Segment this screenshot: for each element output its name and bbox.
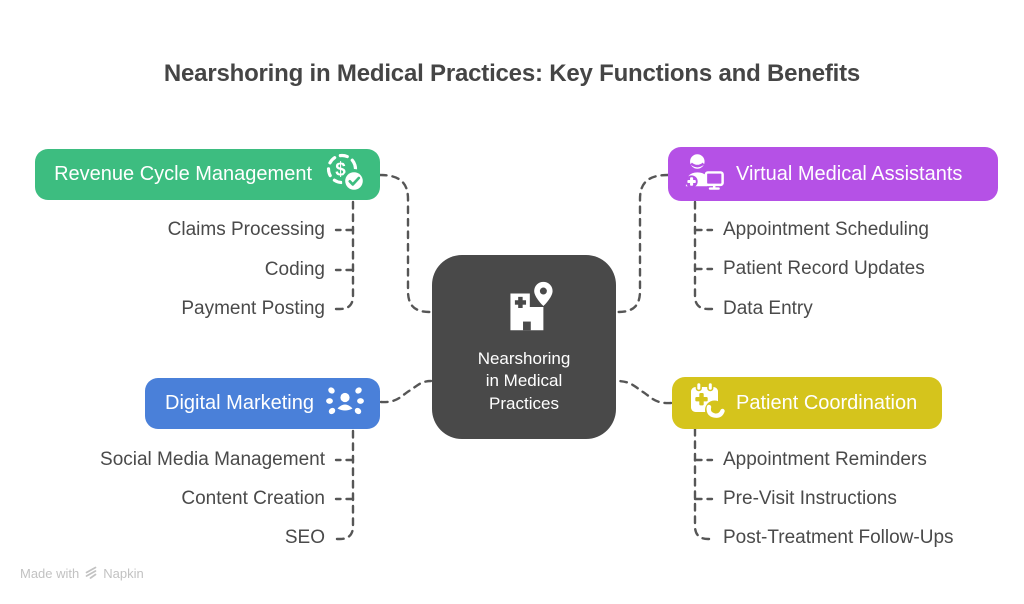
watermark-prefix: Made with: [20, 566, 80, 581]
branch-patient-coordination: Patient Coordination: [672, 377, 942, 429]
connector-vma-items-spine: [693, 200, 714, 311]
central-topic-label: Nearshoring in Medical Practices: [478, 348, 571, 415]
central-topic-line2: in Medical: [485, 371, 563, 391]
item-seo: SEO: [284, 527, 325, 548]
connector-marketing-to-center: [379, 379, 433, 404]
connector-vma-to-center: [616, 173, 670, 314]
connector-coordination-items-spine: [693, 427, 714, 541]
central-topic-node: Nearshoring in Medical Practices: [432, 255, 616, 439]
item-content-creation: Content Creation: [181, 488, 325, 509]
central-topic-line3: Practices: [489, 393, 559, 413]
item-pre-visit-instructions: Pre-Visit Instructions: [723, 488, 897, 509]
watermark-brand: Napkin: [103, 566, 144, 581]
item-post-treatment-follow-ups: Post-Treatment Follow-Ups: [723, 527, 954, 548]
branch-digital-marketing: Digital Marketing: [145, 378, 380, 429]
branch-marketing-label: Digital Marketing: [165, 392, 314, 414]
medical-assistant-computer-icon: [683, 151, 725, 197]
branch-coordination-label: Patient Coordination: [736, 391, 918, 414]
branch-revenue-cycle-management: Revenue Cycle Management $: [35, 149, 380, 200]
item-payment-posting: Payment Posting: [181, 298, 325, 319]
central-topic-line1: Nearshoring: [477, 349, 571, 368]
dollar-check-icon: $: [325, 152, 366, 198]
connector-coordination-to-center: [615, 379, 673, 405]
watermark: Made with Napkin: [20, 565, 144, 582]
item-appointment-reminders: Appointment Reminders: [723, 449, 927, 470]
connector-revenue-to-center: [378, 173, 432, 314]
calendar-phone-icon: [687, 380, 725, 426]
page-title: Nearshoring in Medical Practices: Key Fu…: [163, 60, 861, 87]
branch-vma-label: Virtual Medical Assistants: [736, 162, 963, 185]
branch-virtual-medical-assistants: Virtual Medical Assistants: [668, 147, 998, 201]
connector-marketing-items-spine: [334, 429, 355, 541]
item-coding: Coding: [264, 259, 325, 280]
svg-text:$: $: [335, 159, 346, 180]
hospital-location-icon: [493, 281, 555, 340]
item-social-media-management: Social Media Management: [100, 449, 325, 470]
item-claims-processing: Claims Processing: [167, 219, 325, 240]
social-network-icon: [325, 381, 365, 427]
item-appointment-scheduling: Appointment Scheduling: [723, 219, 929, 240]
branch-revenue-label: Revenue Cycle Management: [54, 163, 312, 185]
item-patient-record-updates: Patient Record Updates: [723, 258, 925, 279]
item-data-entry: Data Entry: [723, 298, 813, 319]
napkin-logo-icon: [84, 565, 98, 582]
connector-revenue-items-spine: [334, 200, 355, 311]
